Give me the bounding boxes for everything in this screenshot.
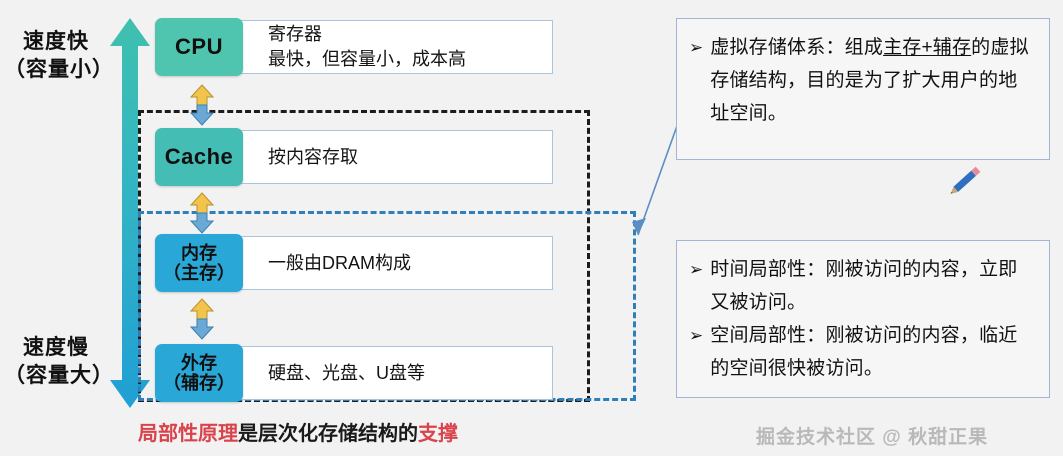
- bottom-caption: 局部性原理是层次化存储结构的支撑: [138, 420, 568, 448]
- chip-main-memory-label-line1: 内存: [181, 243, 217, 263]
- pencil-icon: [950, 166, 981, 195]
- temporal-locality-text: 时间局部性：刚被访问的内容，立即又被访问。: [710, 253, 1035, 319]
- row-cpu-desc-line1: 寄存器: [268, 24, 322, 44]
- spatial-locality-line2: 临近的空间很快被访问。: [710, 325, 1018, 379]
- locality-info-box: ➢ 时间局部性：刚被访问的内容，立即又被访问。 ➢ 空间局部性：刚被访问的内容，…: [676, 240, 1050, 398]
- row-cache-description: 按内容存取: [239, 130, 553, 184]
- bullet-arrow-icon: ➢: [689, 38, 704, 57]
- speed-slow-label-line1: 速度慢: [23, 336, 89, 359]
- chip-external-memory-label-line2: （辅存）: [163, 373, 235, 393]
- row-ext-desc-line1: 硬盘、光盘、U盘等: [268, 362, 425, 383]
- row-ext-description: 硬盘、光盘、U盘等: [239, 346, 553, 400]
- virtual-storage-text: 虚拟存储体系：组成主存+辅存的虚拟存储结构，目的是为了扩大用户的地址空间。: [710, 31, 1035, 130]
- bidirectional-exchange-arrow-icon: [189, 84, 215, 126]
- chip-main-memory-label-line2: （主存）: [163, 263, 235, 283]
- speed-slow-label: 速度慢 （容量大）: [4, 334, 114, 390]
- temporal-locality-line2: 立即又被访问。: [710, 259, 1018, 313]
- virtual-storage-line3: 大用户的地址空间。: [710, 70, 1018, 124]
- virtual-storage-info-box: ➢ 虚拟存储体系：组成主存+辅存的虚拟存储结构，目的是为了扩大用户的地址空间。: [676, 18, 1050, 160]
- caption-red-2: 支撑: [418, 423, 458, 445]
- bullet-arrow-icon: ➢: [689, 260, 704, 279]
- bullet-arrow-icon: ➢: [689, 326, 704, 345]
- vertical-double-arrow-icon: [110, 18, 150, 408]
- chip-main-memory[interactable]: 内存 （主存）: [155, 234, 243, 292]
- caption-red-1: 局部性原理: [138, 423, 238, 445]
- speed-fast-label-line2: （容量小）: [4, 58, 114, 81]
- row-cache-desc-line1: 按内容存取: [268, 146, 358, 167]
- speed-fast-label: 速度快 （容量小）: [4, 28, 114, 84]
- chip-cpu-label: CPU: [175, 34, 223, 59]
- chip-external-memory-label-line1: 外存: [181, 353, 217, 373]
- row-main-description: 一般由DRAM构成: [239, 236, 553, 290]
- row-cpu-description: 寄存器 最快，但容量小，成本高: [239, 20, 553, 74]
- bidirectional-exchange-arrow-icon: [189, 192, 215, 234]
- chip-cpu[interactable]: CPU: [155, 18, 243, 76]
- caption-black: 是层次化存储结构的: [238, 423, 418, 445]
- virtual-storage-line1-underlined: 主存+辅存: [883, 37, 972, 58]
- spatial-locality-text: 空间局部性：刚被访问的内容，临近的空间很快被访问。: [710, 319, 1035, 385]
- chip-cache[interactable]: Cache: [155, 128, 243, 186]
- virtual-storage-line1-pre: 虚拟存储体系：组成: [710, 37, 884, 58]
- row-cpu-desc-line2: 最快，但容量小，成本高: [268, 49, 466, 69]
- chip-external-memory[interactable]: 外存 （辅存）: [155, 344, 243, 402]
- virtual-storage-line2: 的虚拟存储结构，目的是为了扩: [710, 37, 1029, 91]
- speed-slow-label-line2: （容量大）: [4, 364, 114, 387]
- speed-fast-label-line1: 速度快: [23, 30, 89, 53]
- spatial-locality-line1: 空间局部性：刚被访问的内容，: [710, 325, 980, 346]
- row-main-desc-line1: 一般由DRAM构成: [268, 252, 411, 273]
- watermark: 掘金技术社区 @ 秋甜正果: [756, 427, 989, 448]
- chip-cache-label: Cache: [164, 144, 234, 169]
- temporal-locality-line1: 时间局部性：刚被访问的内容，: [710, 259, 980, 280]
- bidirectional-exchange-arrow-icon: [189, 298, 215, 340]
